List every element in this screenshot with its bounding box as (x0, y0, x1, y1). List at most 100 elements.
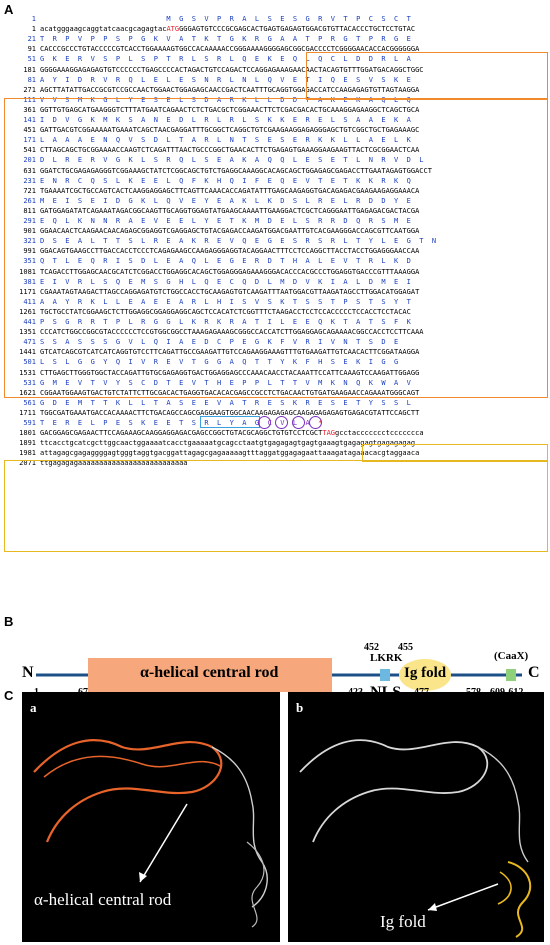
sequence-position: 351 (23, 257, 36, 266)
sequence-position: 171 (23, 136, 36, 145)
sequence-position: 501 (23, 358, 36, 367)
sequence-text: S S A S S S G V L Q I A E D C P E G K F … (40, 338, 399, 347)
sequence-text: D L R E R V G K L S R Q L S E A K A Q Q … (40, 156, 424, 165)
sequence-text: GGATCTGCGAGAGAGGGTCGGAAAGCTATCTCGGCAGCTG… (40, 166, 432, 175)
sequence-position: 721 (23, 186, 36, 195)
caax-residue-circle (309, 416, 322, 429)
sequence-text: G D E M T T K L L T A S E E V A T R E S … (40, 398, 411, 407)
sequence-position: 81 (27, 75, 36, 84)
nls-motif-label: LKRK (370, 652, 403, 664)
sequence-position: 991 (23, 247, 36, 256)
sequence-text: GACGGAGCGAGAACTTCCAGAAAGCAAGGAGGAGACGAGC… (40, 428, 424, 438)
sequence-position: 1261 (19, 307, 36, 316)
start-codon: ATG (166, 25, 180, 34)
sequence-text: I D V G K M K S A N E D L R L R L S K K … (40, 116, 411, 124)
sequence-text: Q T L E Q R I S D L E A Q L E G E R D T … (40, 257, 411, 266)
sequence-text: E Q L K N N R A E V E E L Y E T K M D E … (40, 217, 411, 225)
sequence-text: attagagcgagaggggagtgggtaggtgacggattagagc… (40, 449, 420, 458)
sequence-text: CGGAATGGAAGTGACTGTCTATTCTTGCGACACTGAGGTG… (40, 388, 420, 397)
rod-domain (88, 658, 332, 692)
sequence-position: 591 (23, 419, 36, 427)
sequence-position: 1621 (19, 388, 36, 397)
structure-sub-label-a: a (30, 700, 37, 715)
sequence-text: acatgggaagcaggtatcaacgcagagtacATGGGGAGTG… (40, 24, 415, 34)
c-terminus-label: C (528, 664, 540, 681)
panel-label-c: C (4, 688, 14, 703)
sequence-text: E I V R L S Q E M S G H L Q E C Q D L M … (40, 277, 411, 286)
ig-region-box (4, 460, 548, 552)
sequence-position: 901 (23, 227, 36, 236)
nls-box (200, 416, 260, 428)
sequence-text: G M E V T V Y S C D T E V T H E P P L T … (40, 378, 411, 387)
sequence-position: 1981 (19, 449, 36, 458)
sequence-position: 1531 (19, 368, 36, 377)
sequence-position: 2071 (19, 459, 36, 468)
sequence-text: ttgagagagaaaaaaaaaaaaaaaaaaaaaaaaaa (40, 459, 188, 468)
sequence-text: CCCATCTGGCCGGCGTACCCCCCTCCGTGGCGGCCTAAAG… (40, 328, 424, 337)
nls-domain (380, 669, 390, 681)
sequence-position: 1351 (19, 328, 36, 337)
sequence-text: E N R C Q S L K E E L Q F K H Q I F E Q … (40, 176, 411, 185)
stop-codon: TAG (322, 429, 336, 438)
sequence-position: 181 (23, 65, 36, 74)
sequence-position: 321 (23, 237, 36, 246)
sequence-text: GATGGAGATATCAGAAATAGACGGCAAGTTGCAGGTGGAG… (40, 206, 420, 215)
sequence-position: 111 (23, 95, 36, 104)
sequence-position: 261 (23, 196, 36, 205)
rod-region-box (4, 98, 548, 398)
sequence-position: 811 (23, 206, 36, 215)
sequence-text: AGCTTATATTGACCGCGTCCGCCAACTGGAACTGGAGAGC… (40, 85, 420, 94)
structure-caption-a: α-helical central rod (34, 890, 172, 909)
n-terminus-label: N (22, 664, 34, 681)
sequence-position: 21 (27, 35, 36, 44)
sequence-text: CGAAATAGTAAGACTTAGCCAGGAGATGTCTGGCCACCTG… (40, 287, 420, 296)
sequence-position: 1711 (19, 408, 36, 417)
sequence-position: 91 (27, 45, 36, 54)
caax-residue-circle (275, 416, 288, 429)
sequence-text: CTTGAGCTTGGGTGGCTACCAGATTGTGCGAGAGGTGACT… (40, 368, 420, 377)
sequence-text: G K E R V S P L S P T R L S R L Q E K E … (40, 55, 411, 64)
structure-panel-b: b Ig fold (288, 692, 544, 942)
sequence-position: 1441 (19, 348, 36, 357)
ig-start-box (362, 444, 548, 462)
sequence-text-post: GGGAGTGTCCCGCGAGCACTGAGTGAGAGTGGACGTGTTA… (179, 25, 416, 34)
sequence-text: L S L G G Y Q I V R E V T G G A Q T T Y … (40, 358, 399, 367)
sequence-position: 451 (23, 126, 36, 135)
sequence-position: 631 (23, 166, 36, 175)
sequence-text: GATTGACGTCGGAAAAATGAAATCAGCTAACGAGGATTTG… (40, 126, 420, 135)
sequence-text: GTCATCAGCGTCATCATCAGGTGTCCTTCAGATTGCCGAA… (40, 348, 420, 357)
sequence-text: TGAAAATCGCTGCCAGTCACTCAAGGAGGAGCTTCAGTTC… (40, 186, 420, 195)
sequence-position: 561 (23, 398, 36, 407)
domain-map: N C α-helical central rod LKRK NLS Ig fo… (0, 640, 550, 701)
ig-domain (399, 659, 451, 691)
sequence-position: 411 (23, 297, 36, 306)
rod-domain-label: α-helical central rod (140, 664, 279, 681)
sequence-text: GGACAGTGAAGCCTTGACCACCTCCCTCAGAGAAGCCAAG… (40, 247, 420, 256)
sequence-text-pre: acatgggaagcaggtatcaacgcagagtac (40, 25, 167, 34)
sequence-text: T R P V P P S P G K V A T K T G K R G A … (40, 35, 411, 44)
sequence-text: L A A A E N Q V S D L T A R L N T S E S … (40, 136, 411, 145)
sequence-text: TGGCGATGAAATGACCACAAAACTTCTGACAGCCAGCGAG… (40, 408, 420, 417)
sequence-position: 361 (23, 105, 36, 114)
sequence-text: TCAGACCTTGGAGCAACGCATCTCGGACCTGGAGGCACAG… (40, 267, 420, 276)
sequence-text: M G S V P R A L S E S G R V T P C S C T (40, 15, 411, 23)
sequence-position: 441 (23, 318, 36, 326)
sequence-position: 1 (31, 25, 36, 34)
sequence-position: 271 (23, 85, 36, 94)
sequence-position: 1171 (19, 287, 36, 296)
sequence-position: 231 (23, 176, 36, 185)
caax-residue-circle (258, 416, 271, 429)
sequence-text: GGAACAACTCAAGAACAACAGAGCGGAGGTCGAGGAGCTG… (40, 227, 420, 236)
ig-domain-label: Ig fold (404, 665, 447, 681)
sequence-text: D S E A L T T S L R E A K R E V Q E G E … (40, 237, 437, 246)
sequence-position: 1081 (19, 267, 36, 276)
sequence-position: 291 (23, 217, 36, 225)
rod-start-box (306, 52, 548, 100)
domain-map-svg (36, 658, 522, 692)
sequence-text: ttcacctgcatcgcttggcaactggaaaatcacctgaaaa… (40, 439, 416, 448)
caax-residue-circle (292, 416, 305, 429)
structure-panel-a: a α-helical central rod (22, 692, 280, 942)
sequence-text: M E I S E I D G K L Q V E Y E A K L K D … (40, 196, 411, 205)
sequence-position: 531 (23, 378, 36, 387)
protein-structure-a-image (33, 739, 268, 928)
